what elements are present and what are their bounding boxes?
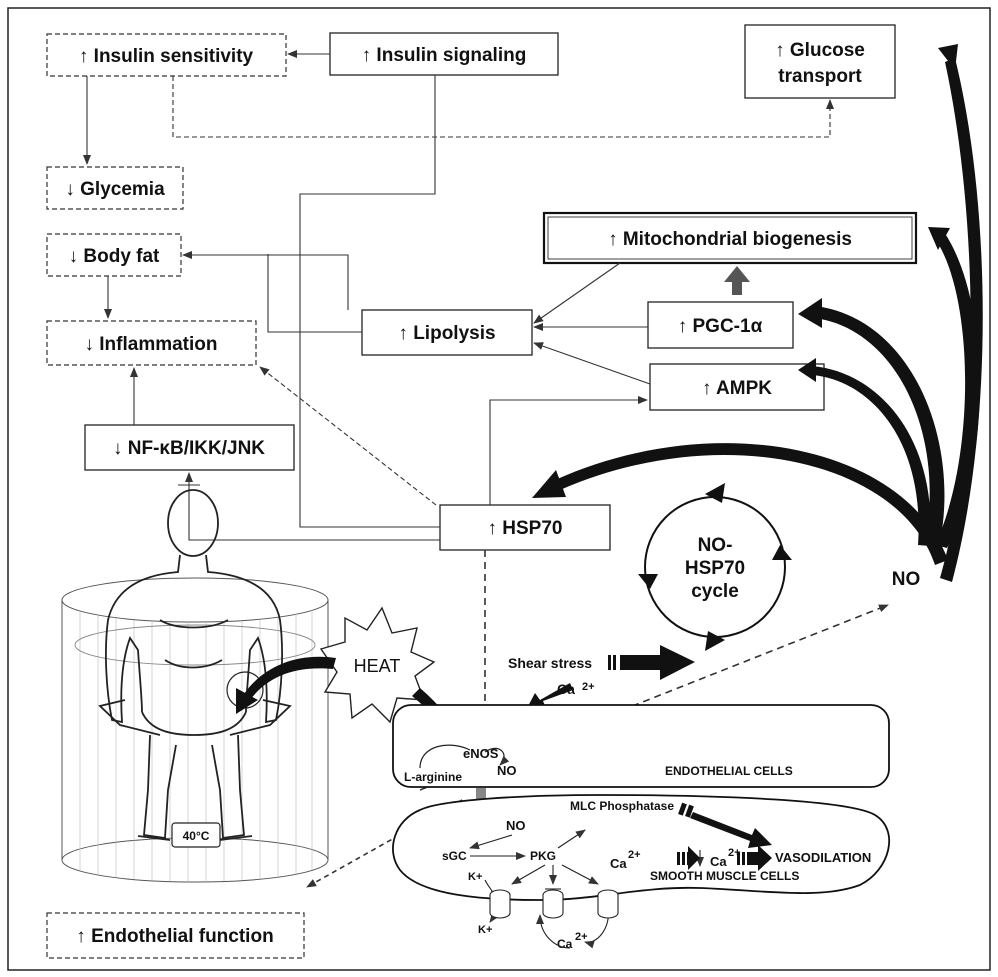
endothelial-cells-label: ENDOTHELIAL CELLS	[665, 764, 793, 778]
box-mitochondrial-biogenesis: ↑ Mitochondrial biogenesis	[542, 211, 918, 265]
ca-channel-label: Ca	[610, 856, 627, 871]
cycle-line3: cycle	[691, 581, 739, 602]
no-label: NO	[892, 569, 921, 590]
vasodilation-arrows	[677, 802, 772, 871]
body-fat-label: ↓ Body fat	[69, 246, 160, 267]
insulin-sensitivity-label: ↑ Insulin sensitivity	[79, 46, 254, 67]
no-curved-arrows	[532, 44, 983, 582]
box-nfkb: ↓ NF-κB/IKK/JNK	[84, 424, 295, 471]
no-smooth-label: NO	[506, 818, 526, 833]
sauna-figure-illustration	[61, 489, 329, 883]
ca-label-top: Ca	[557, 681, 575, 697]
k-plus-label-inner: K+	[468, 871, 482, 883]
pgc-mito-arrow	[724, 266, 750, 295]
smooth-muscle-cell: NO sGC PKG MLC Phosphatase VASODILATION …	[392, 794, 891, 951]
l-arginine-label: L-arginine	[404, 770, 462, 784]
box-insulin-sensitivity: ↑ Insulin sensitivity	[46, 33, 287, 77]
no-endothelial-label: NO	[497, 763, 517, 778]
mito-label: ↑ Mitochondrial biogenesis	[608, 229, 852, 250]
box-pgc1a: ↑ PGC-1α	[647, 301, 794, 349]
no-hsp70-cycle: NO- HSP70 cycle	[638, 483, 792, 651]
cycle-line1: NO-	[698, 535, 733, 556]
ca-vaso-label: Ca	[710, 854, 727, 869]
glycemia-label: ↓ Glycemia	[65, 179, 165, 200]
box-glucose-transport: ↑ Glucose transport	[744, 24, 896, 99]
box-ampk: ↑ AMPK	[649, 363, 825, 411]
vasodilation-label: VASODILATION	[775, 850, 871, 865]
box-glycemia: ↓ Glycemia	[46, 166, 184, 210]
pgc-label: ↑ PGC-1α	[678, 316, 763, 337]
k-plus-label-outer: K+	[478, 924, 492, 936]
ampk-label: ↑ AMPK	[702, 378, 772, 399]
box-hsp70: ↑ HSP70	[439, 504, 611, 551]
endothelial-cell: eNOS L-arginine NO ENDOTHELIAL CELLS	[392, 704, 890, 788]
connectors	[83, 50, 889, 888]
k-channels	[489, 889, 619, 919]
box-insulin-signaling: ↑ Insulin signaling	[329, 32, 559, 76]
glucose-transport-label-2: transport	[778, 66, 862, 87]
box-inflammation: ↓ Inflammation	[46, 320, 257, 366]
cycle-line2: HSP70	[685, 558, 745, 579]
ca-channel-charge: 2+	[628, 849, 641, 861]
lipolysis-label: ↑ Lipolysis	[398, 323, 495, 344]
box-lipolysis: ↑ Lipolysis	[361, 309, 533, 356]
temp-label: 40°C	[183, 829, 210, 843]
endothelial-function-label: ↑ Endothelial function	[76, 926, 273, 947]
sgc-label: sGC	[442, 849, 467, 863]
outer-frame	[7, 7, 991, 971]
pkg-label: PKG	[530, 849, 556, 863]
glucose-transport-label-1: ↑ Glucose	[775, 40, 865, 61]
shear-stress-arrow	[608, 645, 695, 680]
shear-stress-label: Shear stress	[508, 655, 592, 671]
insulin-signaling-label: ↑ Insulin signaling	[362, 45, 527, 66]
ca-out-label: Ca	[557, 937, 573, 951]
box-endothelial-function: ↑ Endothelial function	[46, 912, 305, 959]
ca-charge-top: 2+	[582, 681, 595, 693]
smooth-muscle-arrows	[469, 829, 704, 949]
heat-label: HEAT	[354, 656, 401, 676]
box-body-fat: ↓ Body fat	[46, 233, 182, 277]
heat-starburst: HEAT	[319, 606, 436, 724]
enos-label: eNOS	[463, 746, 499, 761]
hsp70-label: ↑ HSP70	[488, 518, 563, 539]
nfkb-label: ↓ NF-κB/IKK/JNK	[113, 438, 265, 459]
inflammation-label: ↓ Inflammation	[84, 334, 217, 355]
mlc-label: MLC Phosphatase	[570, 799, 674, 813]
ca-out-charge: 2+	[575, 931, 588, 943]
smooth-muscle-label: SMOOTH MUSCLE CELLS	[650, 869, 799, 883]
